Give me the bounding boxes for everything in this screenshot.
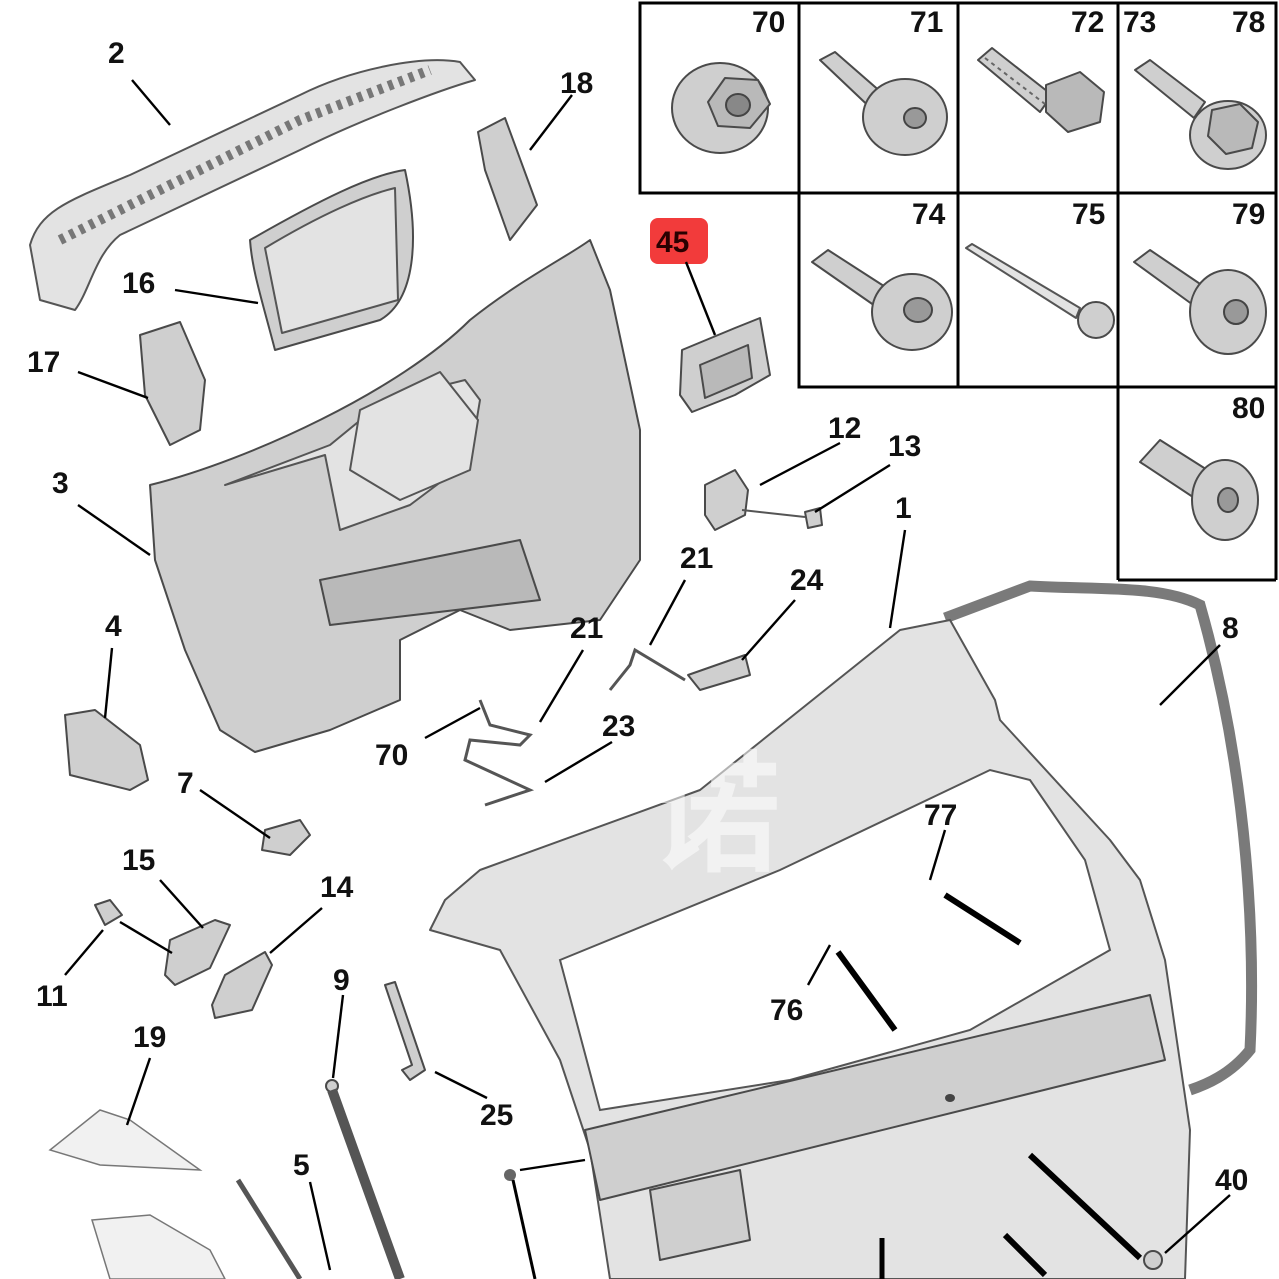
hex-screw-icon <box>977 47 1105 133</box>
callout-25: 25 <box>480 1099 513 1132</box>
callout-76: 76 <box>770 994 803 1027</box>
part-8-weatherstrip <box>943 580 1258 1096</box>
part-12-bracket <box>704 469 749 531</box>
callout-21-upper: 21 <box>680 542 713 575</box>
part-76-77-rods <box>504 892 1143 1279</box>
grid-cell-72-number: 72 <box>1071 6 1104 39</box>
grid-cell-78-number: 78 <box>1232 6 1265 39</box>
highlight-badge-45: 45 <box>650 218 708 264</box>
callout-13: 13 <box>888 430 921 463</box>
part-13-clip <box>741 507 823 529</box>
callout-18: 18 <box>560 67 593 100</box>
grid-cell-80-number: 80 <box>1232 392 1265 425</box>
part-7-latch <box>261 819 311 856</box>
callout-11: 11 <box>36 980 68 1013</box>
callout-3: 3 <box>52 467 69 500</box>
callout-40: 40 <box>1215 1164 1248 1197</box>
shoulder-stud-icon <box>1139 439 1259 541</box>
flange-stud-bolt-icon <box>819 51 948 156</box>
part-17-bracket <box>139 321 206 446</box>
torx-washer-screw-icon <box>811 249 953 351</box>
fastener-grid: 70 71 72 73 78 74 75 79 80 <box>638 1 1278 582</box>
callout-2: 2 <box>108 37 125 70</box>
part-3-inner-trim <box>149 239 641 753</box>
callout-14: 14 <box>320 871 354 904</box>
part-16-panel <box>249 169 414 351</box>
callout-7: 7 <box>177 767 194 800</box>
callout-5: 5 <box>293 1149 310 1182</box>
part-1-tailgate <box>429 619 1191 1279</box>
grid-cell-75-number: 75 <box>1072 198 1105 231</box>
part-11-bulb <box>94 899 123 926</box>
leader-lines <box>64 79 1231 1271</box>
callout-70: 70 <box>375 739 408 772</box>
part-40-screw <box>1143 1250 1163 1270</box>
wood-screw-icon <box>965 243 1115 339</box>
part-19-glass <box>48 1109 226 1279</box>
flange-nut-icon <box>671 62 771 154</box>
watermark-text: 诺 <box>650 739 780 891</box>
part-4-module <box>64 709 149 791</box>
callout-77: 77 <box>924 799 957 832</box>
callout-labels: 2 18 16 17 3 12 13 1 21 24 8 21 4 23 70 … <box>27 37 1248 1197</box>
callout-16: 16 <box>122 267 155 300</box>
highlight-badge-45-label: 45 <box>656 226 689 259</box>
hex-flange-screw-icon <box>1134 59 1267 170</box>
callout-19: 19 <box>133 1021 166 1054</box>
part-14-cover <box>211 951 273 1019</box>
part-24-bracket <box>687 654 751 691</box>
callout-21-lower: 21 <box>570 612 603 645</box>
part-9-gas-strut <box>325 1079 405 1279</box>
callout-8: 8 <box>1222 612 1239 645</box>
grid-cell-73-number: 73 <box>1123 6 1156 39</box>
grid-cell-74-number: 74 <box>912 198 946 231</box>
callout-12: 12 <box>828 412 861 445</box>
callout-23: 23 <box>602 710 635 743</box>
part-25-bracket <box>384 981 426 1081</box>
grid-cell-70-number: 70 <box>752 6 785 39</box>
callout-15: 15 <box>122 844 155 877</box>
torx-flange-screw-icon <box>1133 249 1267 355</box>
callout-17: 17 <box>27 346 60 379</box>
part-15-lamp <box>164 919 231 986</box>
grid-cell-79-number: 79 <box>1232 198 1265 231</box>
callout-4: 4 <box>105 610 122 643</box>
grid-cell-71-number: 71 <box>910 6 943 39</box>
part-21-cable-lower <box>463 699 535 807</box>
part-21-cable-upper <box>608 647 686 691</box>
part-45-bracket <box>679 317 771 413</box>
callout-1: 1 <box>895 492 912 525</box>
callout-9: 9 <box>333 964 350 997</box>
part-5-strut <box>235 1178 303 1279</box>
part-18-bracket <box>477 117 538 241</box>
part-2-grille-trim <box>29 59 476 311</box>
callout-24: 24 <box>790 564 824 597</box>
